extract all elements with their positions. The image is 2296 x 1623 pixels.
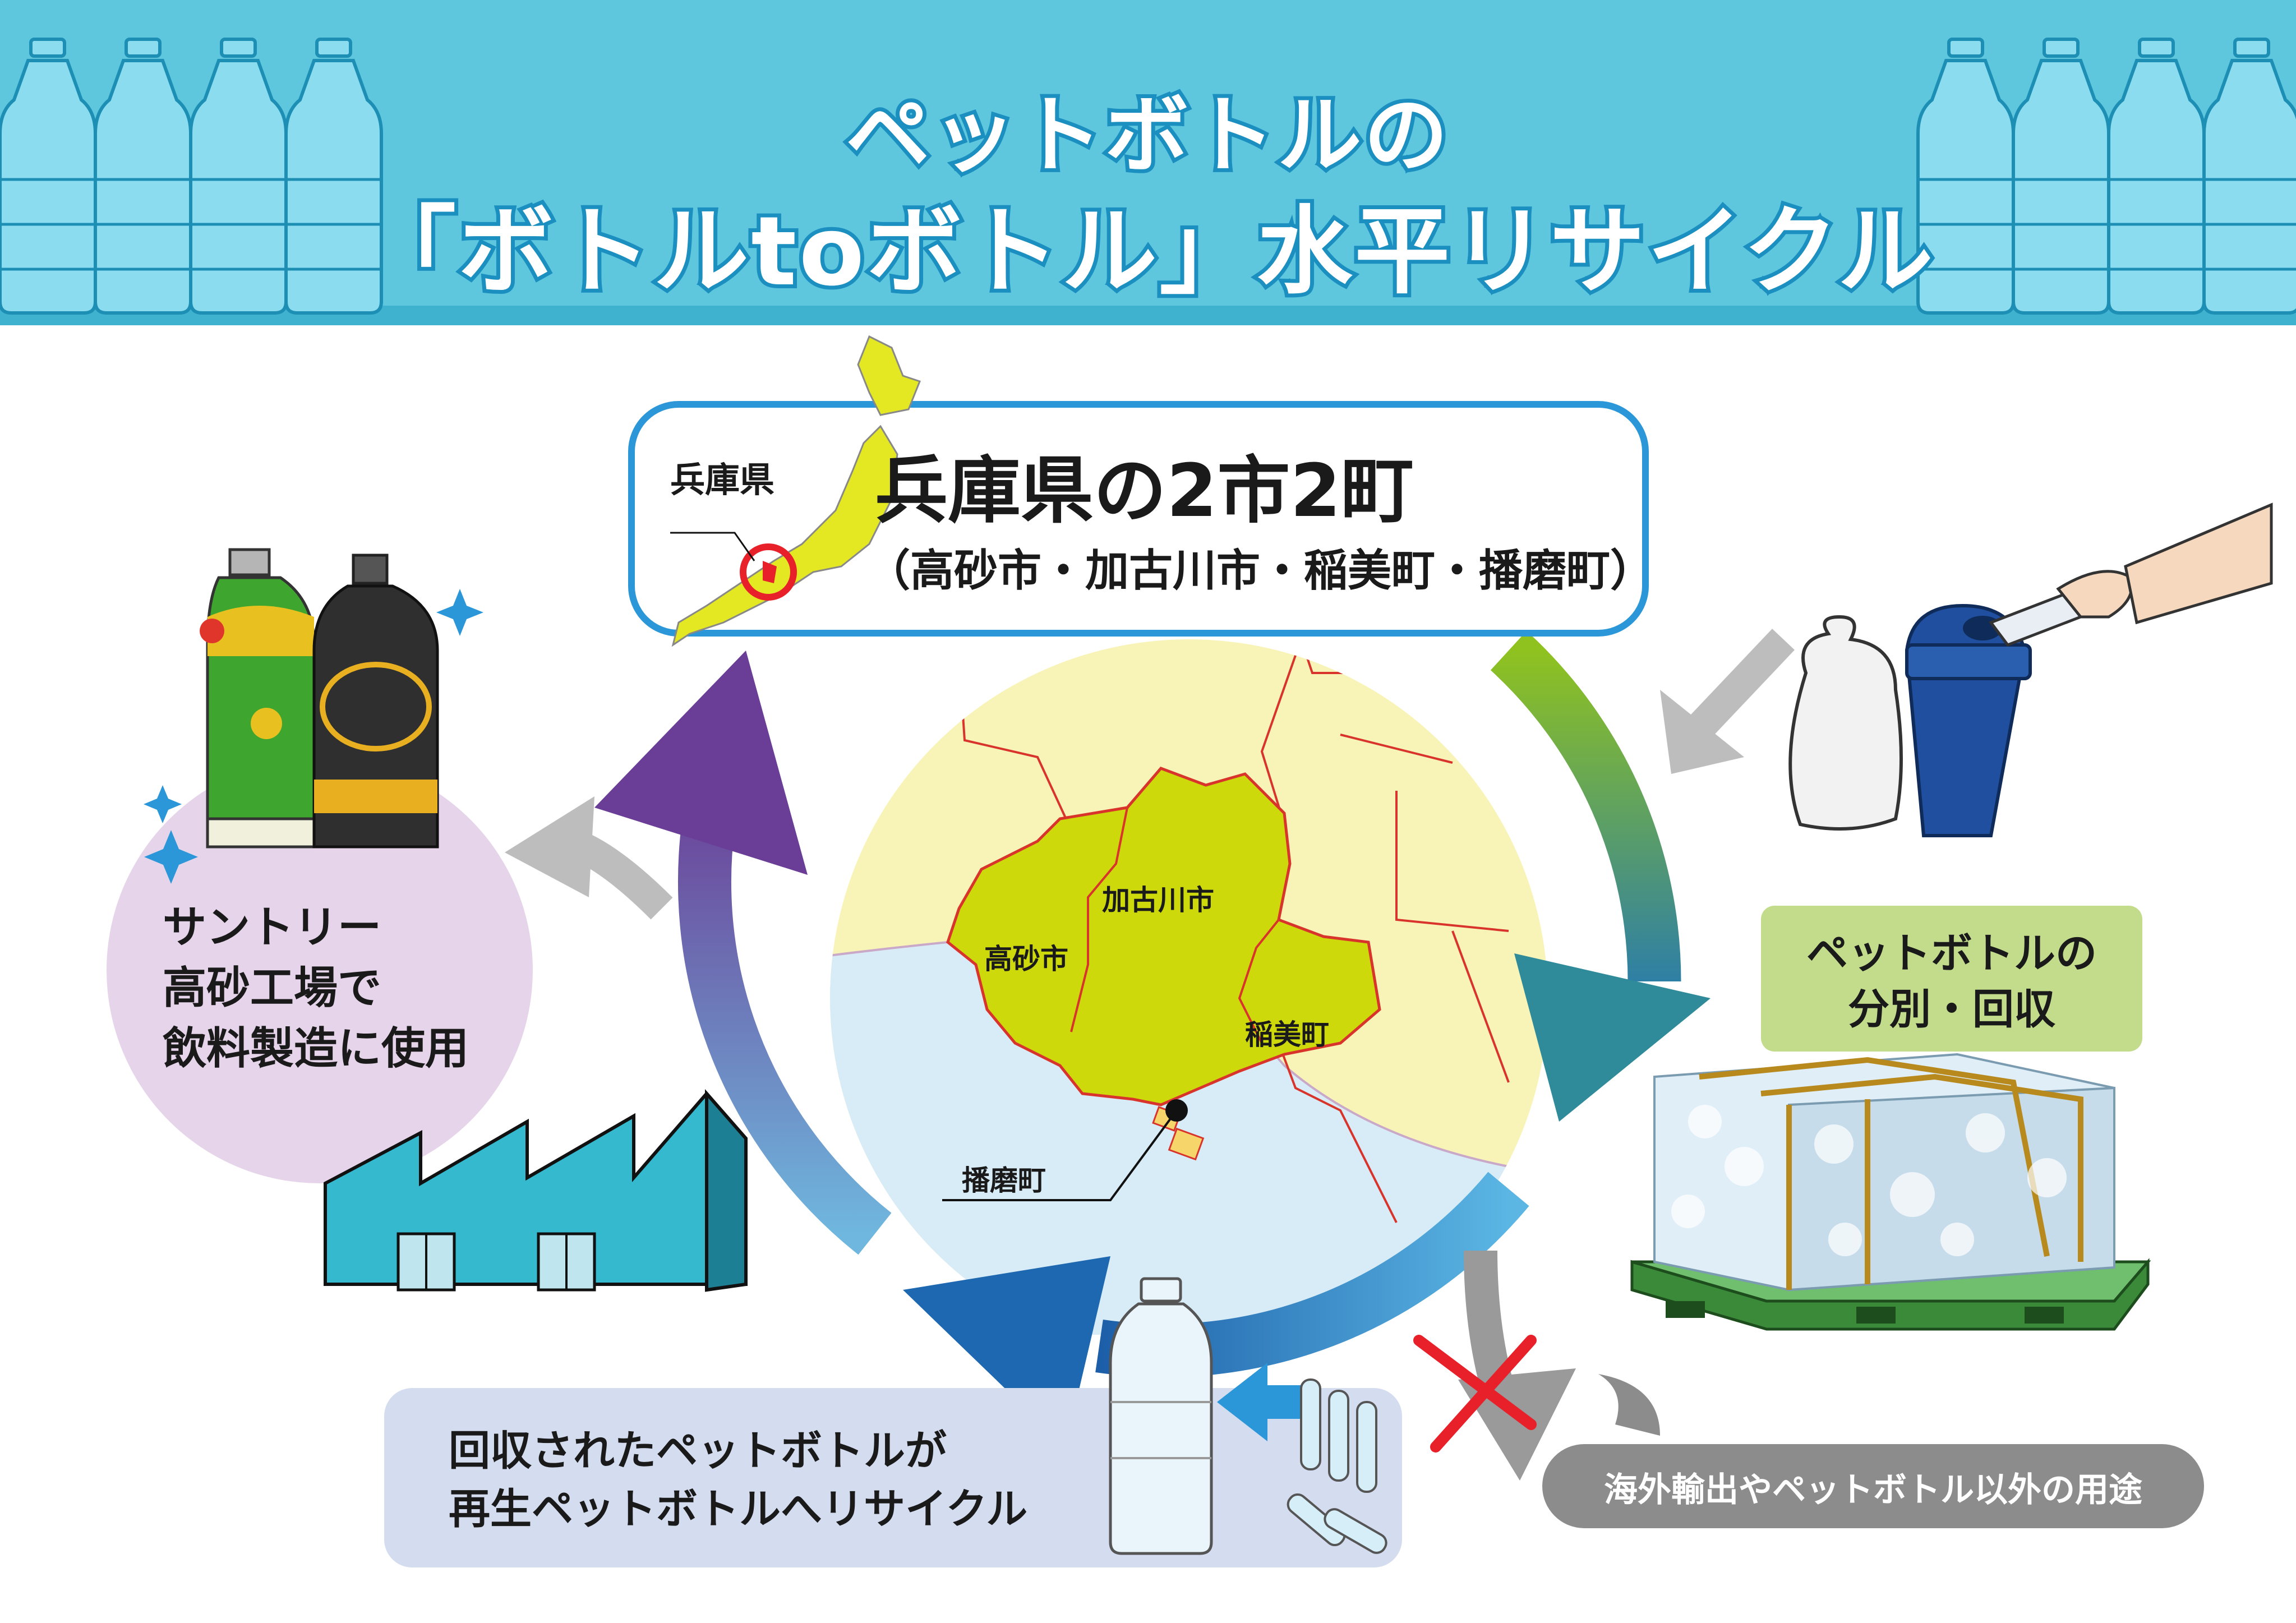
sorting-line1: ペットボトルの	[1806, 929, 2097, 978]
page-title-line1: ペットボトルの	[842, 83, 1452, 188]
sparkle-icon	[144, 785, 182, 823]
cross-mark-icon	[1413, 1335, 1537, 1453]
factory-circle-bg	[107, 757, 533, 1183]
header-stripe	[0, 306, 2296, 325]
beverage-bottles-icon	[144, 548, 483, 884]
region-title-box	[628, 401, 1649, 637]
factory-line3: 飲料製造に使用	[163, 1023, 469, 1074]
factory-icon	[324, 1089, 748, 1292]
bottle-preform-icon	[1287, 1378, 1387, 1554]
map-label-kakogawa: 加古川市	[1102, 884, 1214, 916]
export-note-box	[1542, 1444, 2204, 1528]
map-highlight-region	[946, 767, 1381, 1106]
sorting-line2: 分別・回収	[1848, 985, 2055, 1034]
compressed-bottle-bale-icon	[1630, 1053, 2151, 1331]
garbage-bag-icon	[1788, 615, 1903, 831]
recycle-line2: 再生ペットボトルへリサイクル	[449, 1485, 1028, 1533]
map-label-harima: 播磨町	[962, 1164, 1046, 1197]
export-note-label: 海外輸出やペットボトル以外の用途	[1604, 1470, 2142, 1510]
recycle-step-box	[384, 1388, 1402, 1567]
sorting-box	[1761, 906, 2142, 1052]
arrow-manufacture	[677, 767, 892, 1255]
region-title: 兵庫県の2市2町	[875, 448, 1414, 533]
sparkle-icon	[436, 589, 483, 636]
recycle-step-label: 回収されたペットボトルが 再生ペットボトルへリサイクル	[449, 1422, 1027, 1538]
factory-step-label: サントリー 高砂工場で 飲料製造に使用	[163, 897, 469, 1079]
trash-bin-icon	[1905, 603, 2032, 837]
factory-line1: サントリー	[163, 902, 382, 953]
hyogo-label: 兵庫県	[670, 459, 775, 500]
japan-map-icon	[670, 335, 921, 647]
disposal-illustration	[1788, 502, 2273, 837]
sparkle-icon	[144, 830, 198, 884]
plastic-bottle-icon	[1109, 1277, 1213, 1555]
recycle-illustration	[1109, 1277, 1387, 1555]
recycle-line1: 回収されたペットボトルが	[449, 1427, 947, 1475]
map-label-takasago: 高砂市	[984, 943, 1068, 975]
sorting-label: ペットボトルの 分別・回収	[1761, 925, 2142, 1038]
map-label-inami: 稲美町	[1245, 1018, 1329, 1051]
factory-line2: 高砂工場で	[163, 963, 382, 1013]
arrow-collect	[1490, 630, 1681, 982]
page-title-line2: 「ボトルtoボトル」水平リサイクル	[357, 192, 1937, 311]
region-subtitle: （高砂市・加古川市・稲美町・播磨町）	[866, 546, 1654, 596]
